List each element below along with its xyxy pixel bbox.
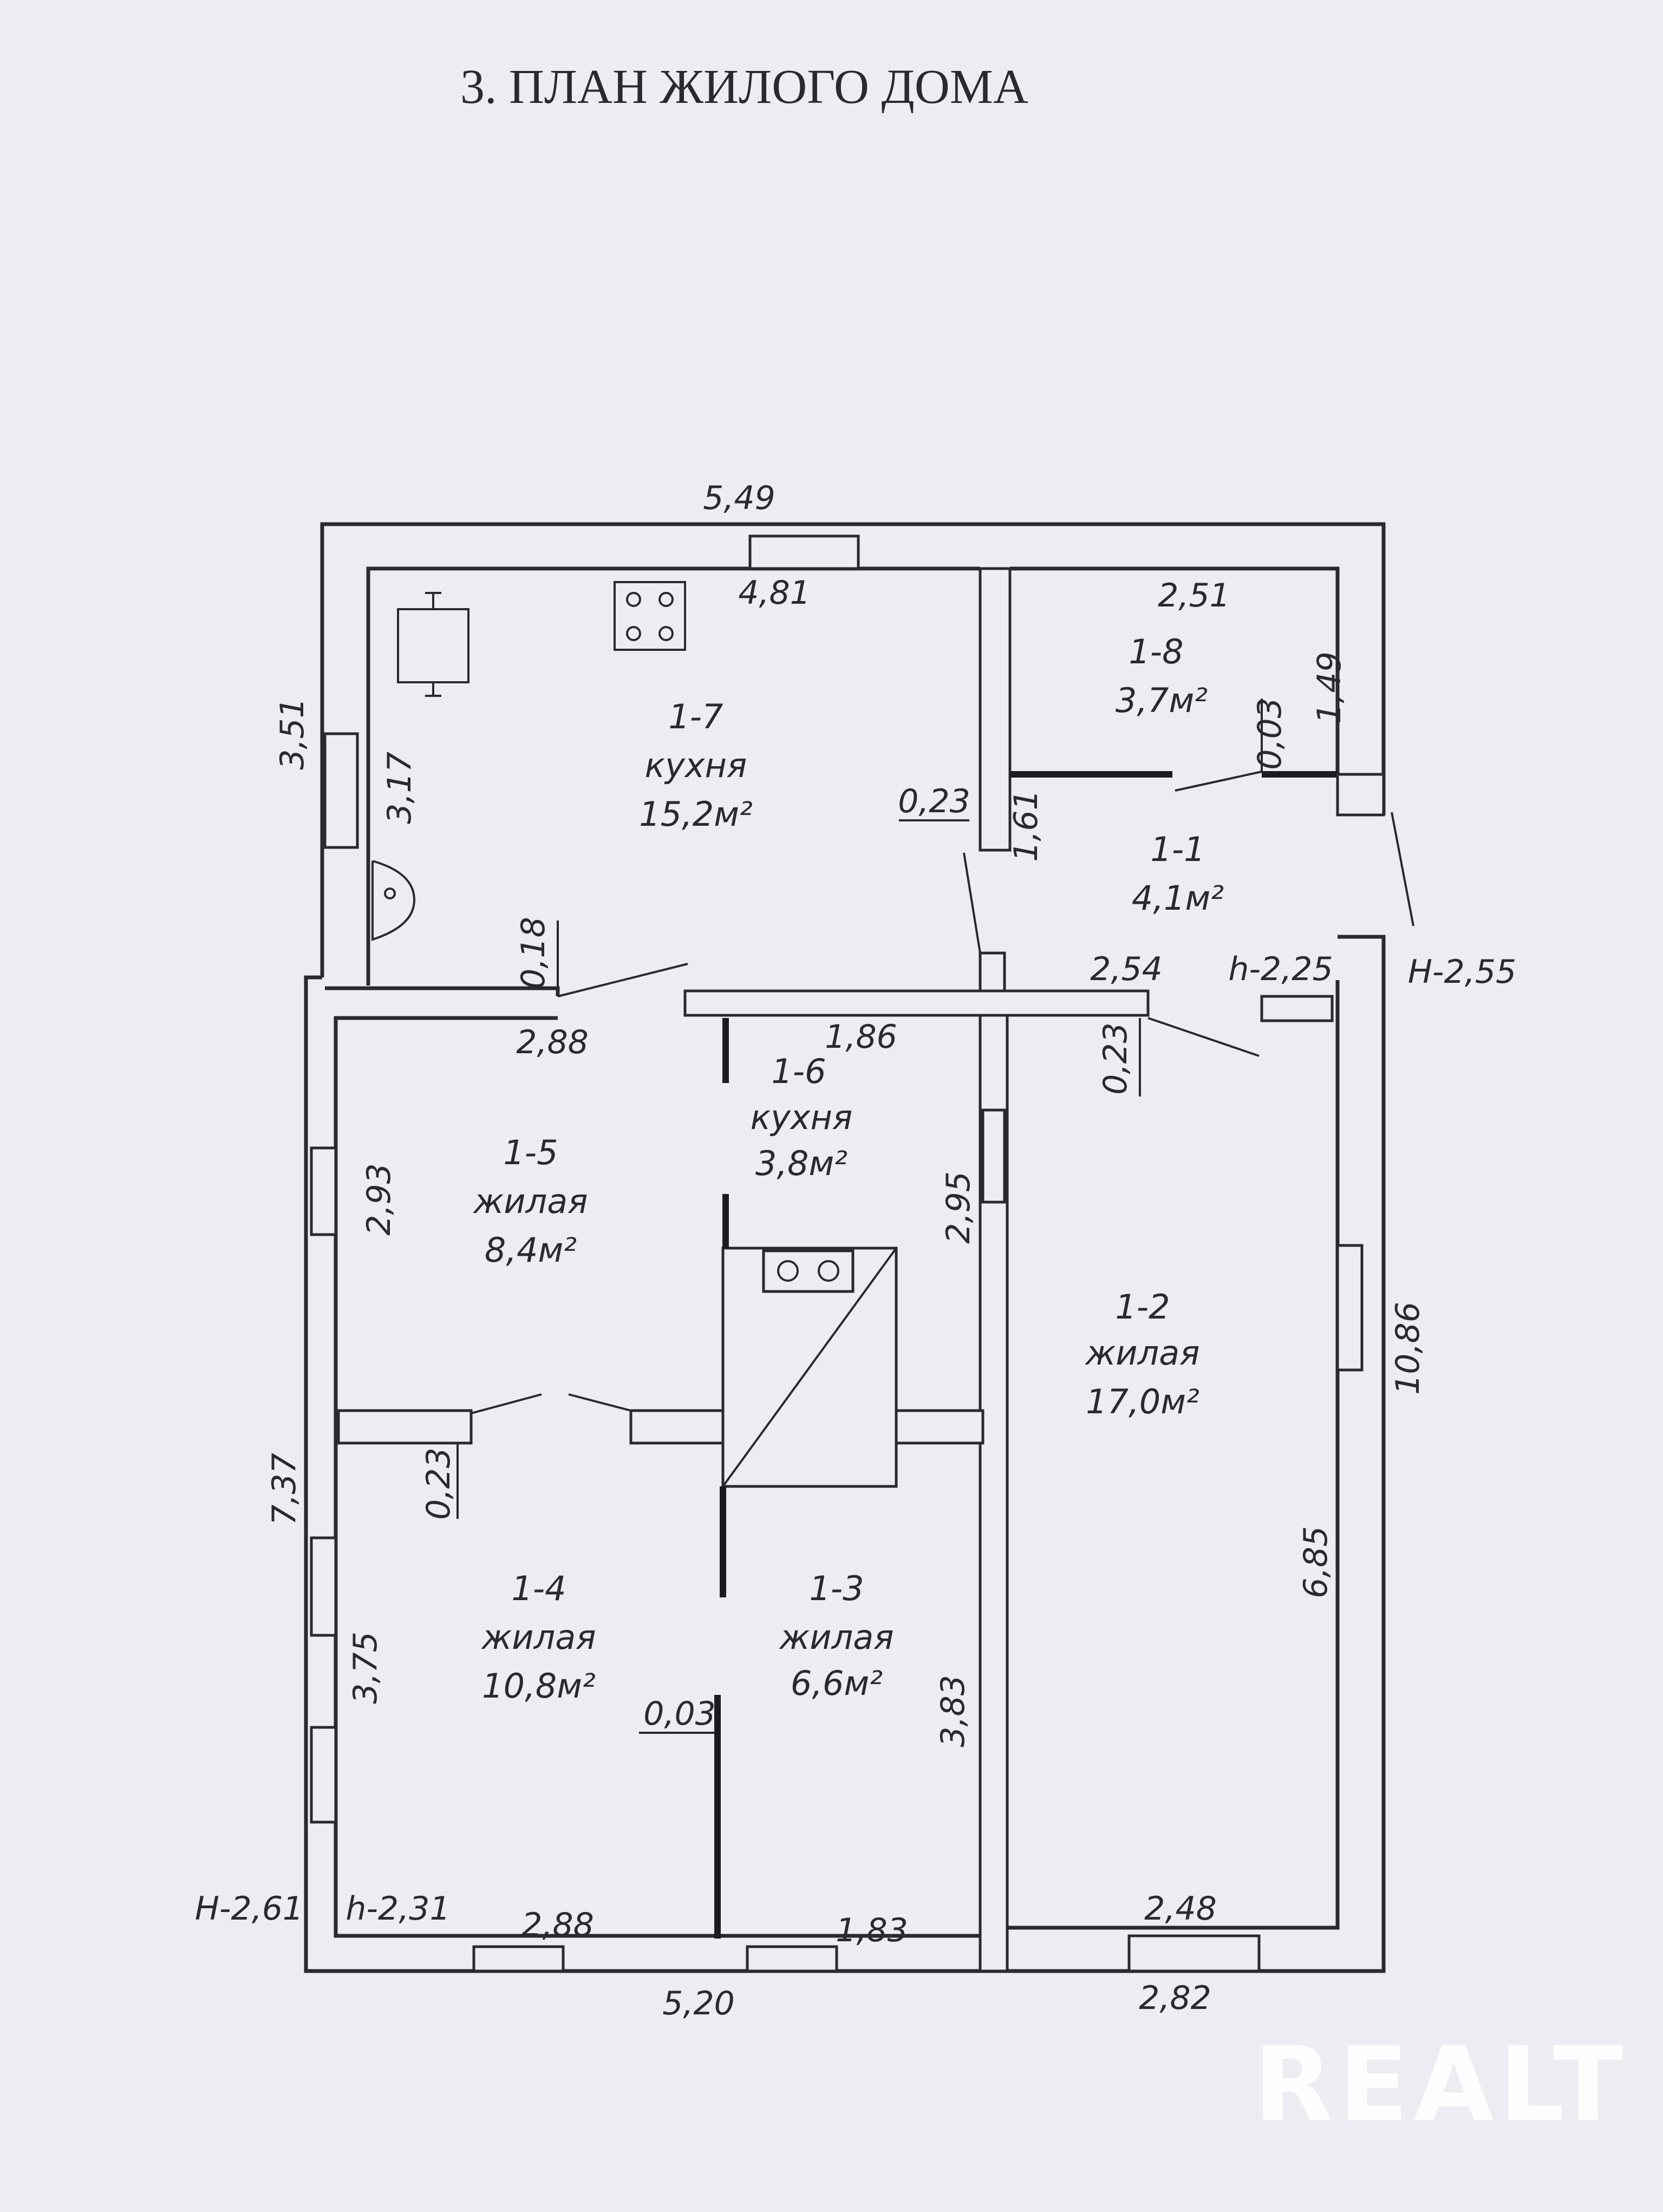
dim-top-inner-kitchen: 4,81: [738, 574, 811, 612]
fixtures: [371, 581, 686, 941]
dim-wall-018: 0,18: [514, 917, 552, 989]
dim-kitchen-height: 3,17: [381, 752, 419, 824]
svg-text:жилая: жилая: [480, 1617, 596, 1657]
dim-room15-height: 2,93: [360, 1163, 398, 1236]
sink-icon: [371, 860, 416, 941]
dim-wall-023-left: 0,23: [420, 1447, 458, 1520]
dim-bottom-outer-left: 5,20: [662, 1985, 735, 2022]
svg-text:1-5: 1-5: [503, 1133, 558, 1172]
room-1-5-label: 1-5 жилая 8,4м²: [472, 1133, 588, 1270]
dim-h-inner-right: h-2,25: [1228, 950, 1333, 988]
svg-text:1-4: 1-4: [511, 1569, 566, 1608]
dim-room15-width: 2,88: [516, 1023, 589, 1061]
dim-left-outer: 7,37: [265, 1453, 303, 1525]
dim-wall-003-upper: 0,03: [1251, 697, 1289, 770]
svg-text:жилая: жилая: [472, 1182, 588, 1221]
dim-right-outer: 10,86: [1389, 1302, 1427, 1395]
dim-room13-height: 3,83: [934, 1675, 972, 1747]
dim-room18-height: 1,49: [1310, 651, 1348, 724]
svg-text:1-7: 1-7: [668, 697, 723, 736]
dim-hall-height: 1,61: [1007, 789, 1045, 862]
svg-text:10,8м²: 10,8м²: [482, 1666, 596, 1706]
room-1-1-label: 1-1 4,1м²: [1132, 830, 1224, 918]
room-1-6-label: 1-6 кухня 3,8м²: [751, 1052, 853, 1183]
boiler-icon: [397, 592, 469, 697]
dim-h-outer-right: H-2,55: [1408, 953, 1516, 991]
dim-wall-023-hall: 0,23: [1097, 1022, 1134, 1095]
dim-room16-width: 1,86: [825, 1018, 897, 1056]
dim-top-inner-18: 2,51: [1158, 577, 1230, 615]
room-1-3-label: 1-3 жилая 6,6м²: [778, 1569, 894, 1703]
dim-room16-height: 2,95: [940, 1171, 977, 1244]
svg-text:жилая: жилая: [1084, 1333, 1199, 1373]
svg-text:15,2м²: 15,2м²: [639, 794, 753, 834]
room-1-2-label: 1-2 жилая 17,0м²: [1084, 1287, 1199, 1421]
dim-bottom-inner-13: 1,83: [836, 1911, 908, 1949]
svg-text:8,4м²: 8,4м²: [485, 1230, 577, 1270]
dim-wall-003-lower: 0,03: [643, 1695, 716, 1733]
dim-h-inner-left: h-2,31: [345, 1890, 450, 1928]
dim-bottom-outer-right: 2,82: [1139, 1979, 1211, 2017]
dim-bottom-inner-14: 2,88: [521, 1906, 594, 1944]
svg-text:3,7м²: 3,7м²: [1116, 681, 1208, 720]
door-swings: [471, 771, 1414, 1414]
svg-text:1-1: 1-1: [1150, 830, 1205, 869]
svg-text:1-6: 1-6: [771, 1052, 826, 1091]
dim-hall-width: 2,54: [1090, 950, 1163, 988]
svg-text:6,6м²: 6,6м²: [791, 1663, 883, 1703]
stove-icon: [614, 581, 686, 651]
dim-room14-height: 3,75: [347, 1632, 384, 1704]
page-title: 3. ПЛАН ЖИЛОГО ДОМА: [460, 60, 1028, 114]
room-1-8-label: 1-8 3,7м²: [1116, 632, 1208, 720]
svg-text:4,1м²: 4,1м²: [1132, 878, 1224, 918]
svg-text:кухня: кухня: [751, 1098, 853, 1137]
svg-text:3,8м²: 3,8м²: [755, 1144, 847, 1183]
dim-left-upper: 3,51: [273, 697, 311, 770]
walls: [304, 522, 1386, 1973]
room-labels: 1-7 кухня 15,2м² 1-8 3,7м² 1-1 4,1м² 1-6…: [472, 632, 1224, 1706]
dim-room12-height: 6,85: [1297, 1526, 1335, 1598]
svg-text:1-3: 1-3: [809, 1569, 864, 1608]
room-1-4-label: 1-4 жилая 10,8м²: [480, 1569, 596, 1706]
dim-h-outer-left: H-2,61: [195, 1890, 303, 1928]
svg-text:17,0м²: 17,0м²: [1086, 1382, 1199, 1421]
dim-bottom-inner-12: 2,48: [1144, 1890, 1217, 1928]
svg-text:жилая: жилая: [778, 1617, 894, 1657]
svg-text:кухня: кухня: [645, 746, 747, 785]
dim-top-outer: 5,49: [703, 479, 775, 517]
realt-watermark: REALT: [1254, 2025, 1628, 2144]
svg-text:1-2: 1-2: [1115, 1287, 1170, 1327]
dim-wall-023-kitchen: 0,23: [898, 782, 970, 820]
room-1-7-label: 1-7 кухня 15,2м²: [639, 697, 753, 834]
svg-text:1-8: 1-8: [1129, 632, 1183, 671]
dimension-labels: 5,49 4,81 2,51 3,51 3,17 0,18 0,23 1,61 …: [195, 479, 1516, 2022]
